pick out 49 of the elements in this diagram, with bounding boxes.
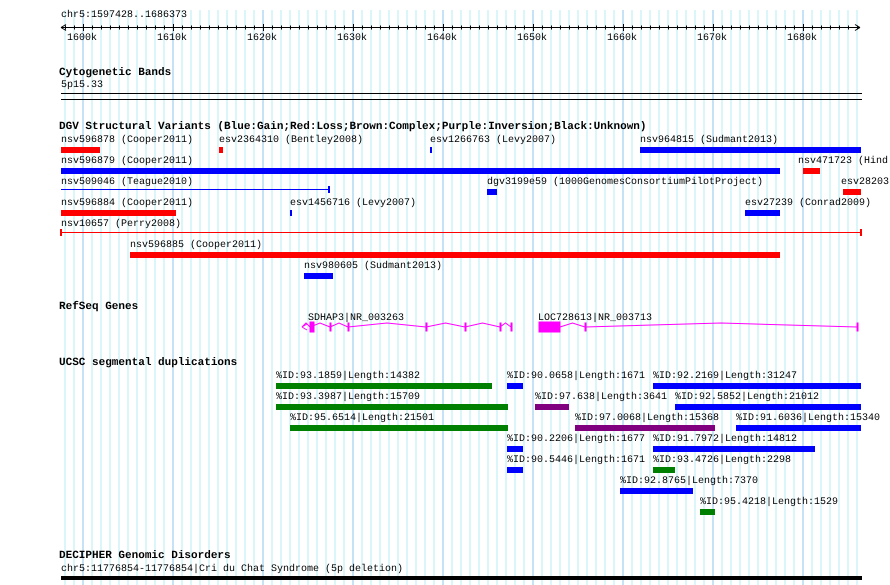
feature-label: %ID:93.4726|Length:2298 <box>653 455 792 467</box>
feature-label: %ID:91.6036|Length:15340 <box>736 413 880 425</box>
track-title: RefSeq Genes <box>59 301 138 313</box>
feature-label: %ID:95.4218|Length:1529 <box>700 497 838 509</box>
tick-label: 1680k <box>787 33 818 45</box>
feature-label: %ID:93.3987|Length:15709 <box>276 392 420 404</box>
feature-label: %ID:95.6514|Length:21501 <box>290 413 434 425</box>
feature-label: nsv980605 (Sudmant2013) <box>304 261 442 273</box>
feature-label: nsv964815 (Sudmant2013) <box>640 135 778 147</box>
tick-label: 1640k <box>427 33 458 45</box>
track-title: DECIPHER Genomic Disorders <box>59 550 231 562</box>
feature-label: nsv596885 (Cooper2011) <box>130 240 262 252</box>
feature-label: %ID:92.8765|Length:7370 <box>620 476 758 488</box>
feature-label: esv1266763 (Levy2007) <box>430 135 556 147</box>
tick-label: 1660k <box>607 33 638 45</box>
feature-label: %ID:97.0068|Length:15368 <box>575 413 720 425</box>
coordinate-label: chr5:1597428..1686373 <box>61 10 188 22</box>
coordinate-label: chr5:11776854-11776854|Cri du Chat Syndrome (5p deletion) <box>61 564 404 576</box>
feature-label: nsv10657 (Perry2008) <box>61 219 182 231</box>
feature-label: %ID:92.5852|Length:21012 <box>675 392 820 404</box>
tick-label: 1670k <box>697 33 728 45</box>
gene-label: LOC728613|NR_003713 <box>538 313 652 325</box>
feature-label: nsv471723 (Hind <box>798 156 888 168</box>
feature-label: %ID:90.2206|Length:1677 <box>507 434 646 446</box>
tick-label: 1600k <box>67 33 98 45</box>
gene-label: SDHAP3|NR_003263 <box>308 313 404 325</box>
feature-label: %ID:90.0658|Length:1671 <box>507 371 646 383</box>
track-title: DGV Structural Variants (Blue:Gain;Red:Loss;Brown:Complex;Purple:Inversion;Black:Unknown) <box>59 121 646 133</box>
feature-label: %ID:93.1859|Length:14382 <box>276 371 420 383</box>
band-label: 5p15.33 <box>61 80 104 92</box>
tick-label: 1610k <box>157 33 188 45</box>
tick-label: 1650k <box>517 33 548 45</box>
feature-label: esv1456716 (Levy2007) <box>290 198 416 210</box>
feature-label: esv27239 (Conrad2009) <box>745 198 872 210</box>
feature-label: %ID:92.2169|Length:31247 <box>653 371 798 383</box>
feature-label: esv2364310 (Bentley2008) <box>219 135 364 147</box>
feature-label: %ID:91.7972|Length:14812 <box>653 434 798 446</box>
feature-label: esv28203 <box>841 177 890 189</box>
feature-label: nsv596878 (Cooper2011) <box>61 135 194 147</box>
track-title: Cytogenetic Bands <box>59 67 172 79</box>
feature-label: nsv509046 (Teague2010) <box>61 177 194 189</box>
feature-label: nsv596879 (Cooper2011) <box>61 156 194 168</box>
tick-label: 1630k <box>337 33 368 45</box>
track-title: UCSC segmental duplications <box>59 357 238 369</box>
feature-label: %ID:97.638|Length:3641 <box>535 392 668 404</box>
feature-label: nsv596884 (Cooper2011) <box>61 198 194 210</box>
feature-label: %ID:90.5446|Length:1671 <box>507 455 646 467</box>
tick-label: 1620k <box>247 33 278 45</box>
feature-label: dgv3199e59 (1000GenomesConsortiumPilotProject) <box>487 177 764 189</box>
